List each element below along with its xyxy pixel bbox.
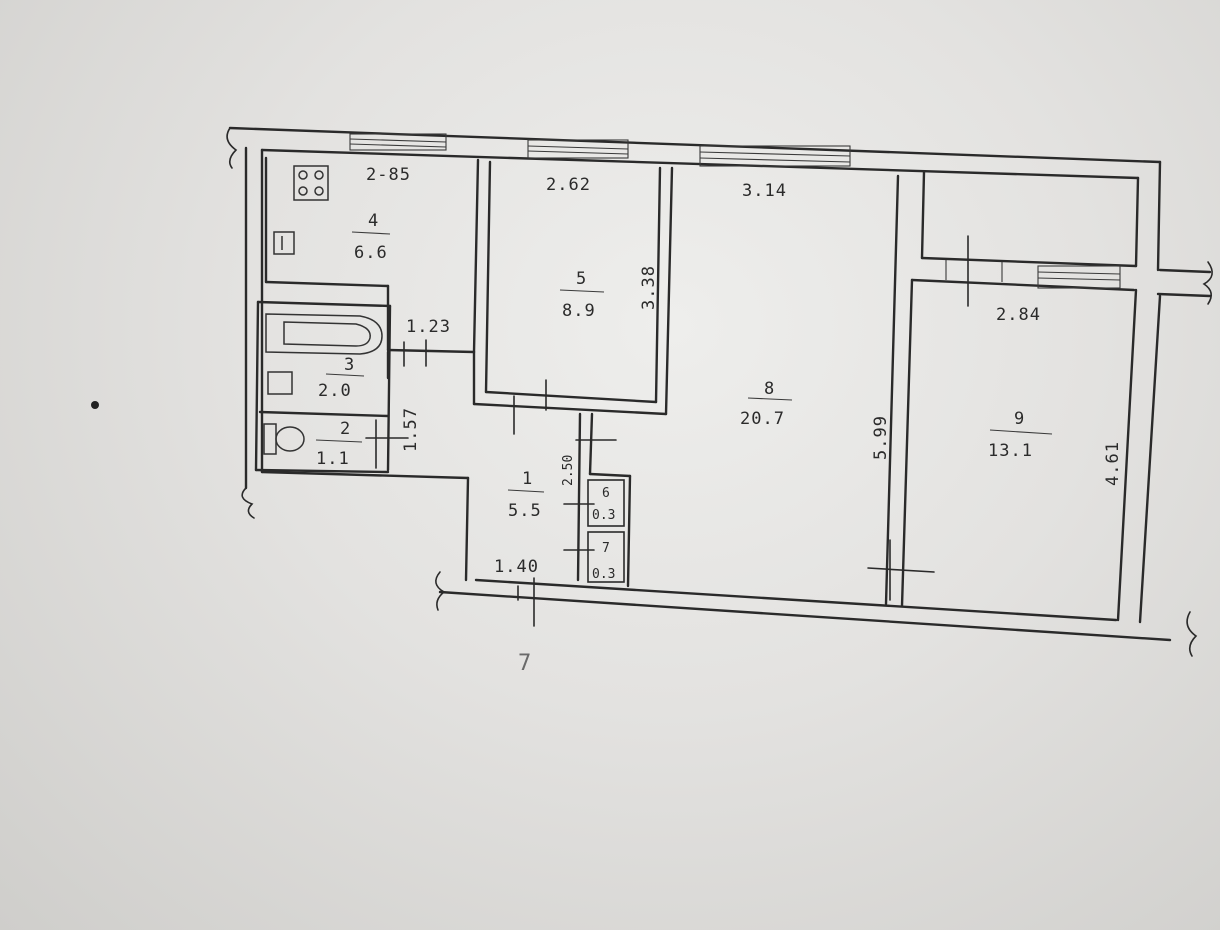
stove-icon — [293, 165, 329, 201]
room-8-area: 20.7 — [740, 409, 785, 429]
dimension-kitchen-width: 2-85 — [366, 165, 411, 185]
dimension-hall-width: 1.40 — [494, 557, 539, 577]
dimension-bath-corridor-length: 1.57 — [401, 407, 421, 452]
room-1-number: 1 — [522, 469, 533, 489]
room-9-area: 13.1 — [988, 441, 1033, 461]
room-2-number: 2 — [340, 419, 351, 439]
room-4-area: 6.6 — [354, 243, 388, 263]
ink-dot — [91, 401, 99, 409]
dimension-room9-length: 4.61 — [1103, 441, 1123, 486]
dimension-corridor-width: 1.23 — [406, 317, 451, 337]
fixtures — [263, 165, 383, 455]
room-1-area: 5.5 — [508, 501, 542, 521]
room-6-number: 6 — [602, 486, 610, 501]
bathtub-icon — [265, 313, 383, 355]
washbasin-icon — [267, 371, 293, 395]
room-3-area: 2.0 — [318, 381, 352, 401]
room-3-number: 3 — [344, 355, 355, 375]
walls — [226, 126, 1213, 657]
room-5-area: 8.9 — [562, 301, 596, 321]
door-marks — [365, 235, 969, 627]
pencil-note: 7 — [518, 651, 531, 676]
dimension-room5-length: 3.38 — [639, 265, 659, 310]
dimension-room8-width: 3.14 — [742, 181, 787, 201]
dimension-room8-length: 5.99 — [871, 415, 891, 460]
room-6-area: 0.3 — [592, 508, 615, 523]
toilet-icon — [263, 423, 277, 455]
room-8-number: 8 — [764, 379, 775, 399]
room-5-number: 5 — [576, 269, 587, 289]
dimension-hall-length: 2.50 — [561, 455, 576, 486]
dimension-room9-width: 2.84 — [996, 305, 1041, 325]
windows — [349, 133, 1121, 289]
room-7-number: 7 — [602, 541, 610, 556]
room-4-number: 4 — [368, 211, 379, 231]
dimension-room5-width: 2.62 — [546, 175, 591, 195]
labels: 4 6.6 5 8.9 3 2.0 2 1.1 1 5.5 6 0.3 7 0.… — [315, 165, 1123, 676]
sink-icon — [273, 231, 295, 255]
room-2-area: 1.1 — [316, 449, 350, 469]
room-9-number: 9 — [1014, 409, 1025, 429]
room-7-area: 0.3 — [592, 567, 615, 582]
